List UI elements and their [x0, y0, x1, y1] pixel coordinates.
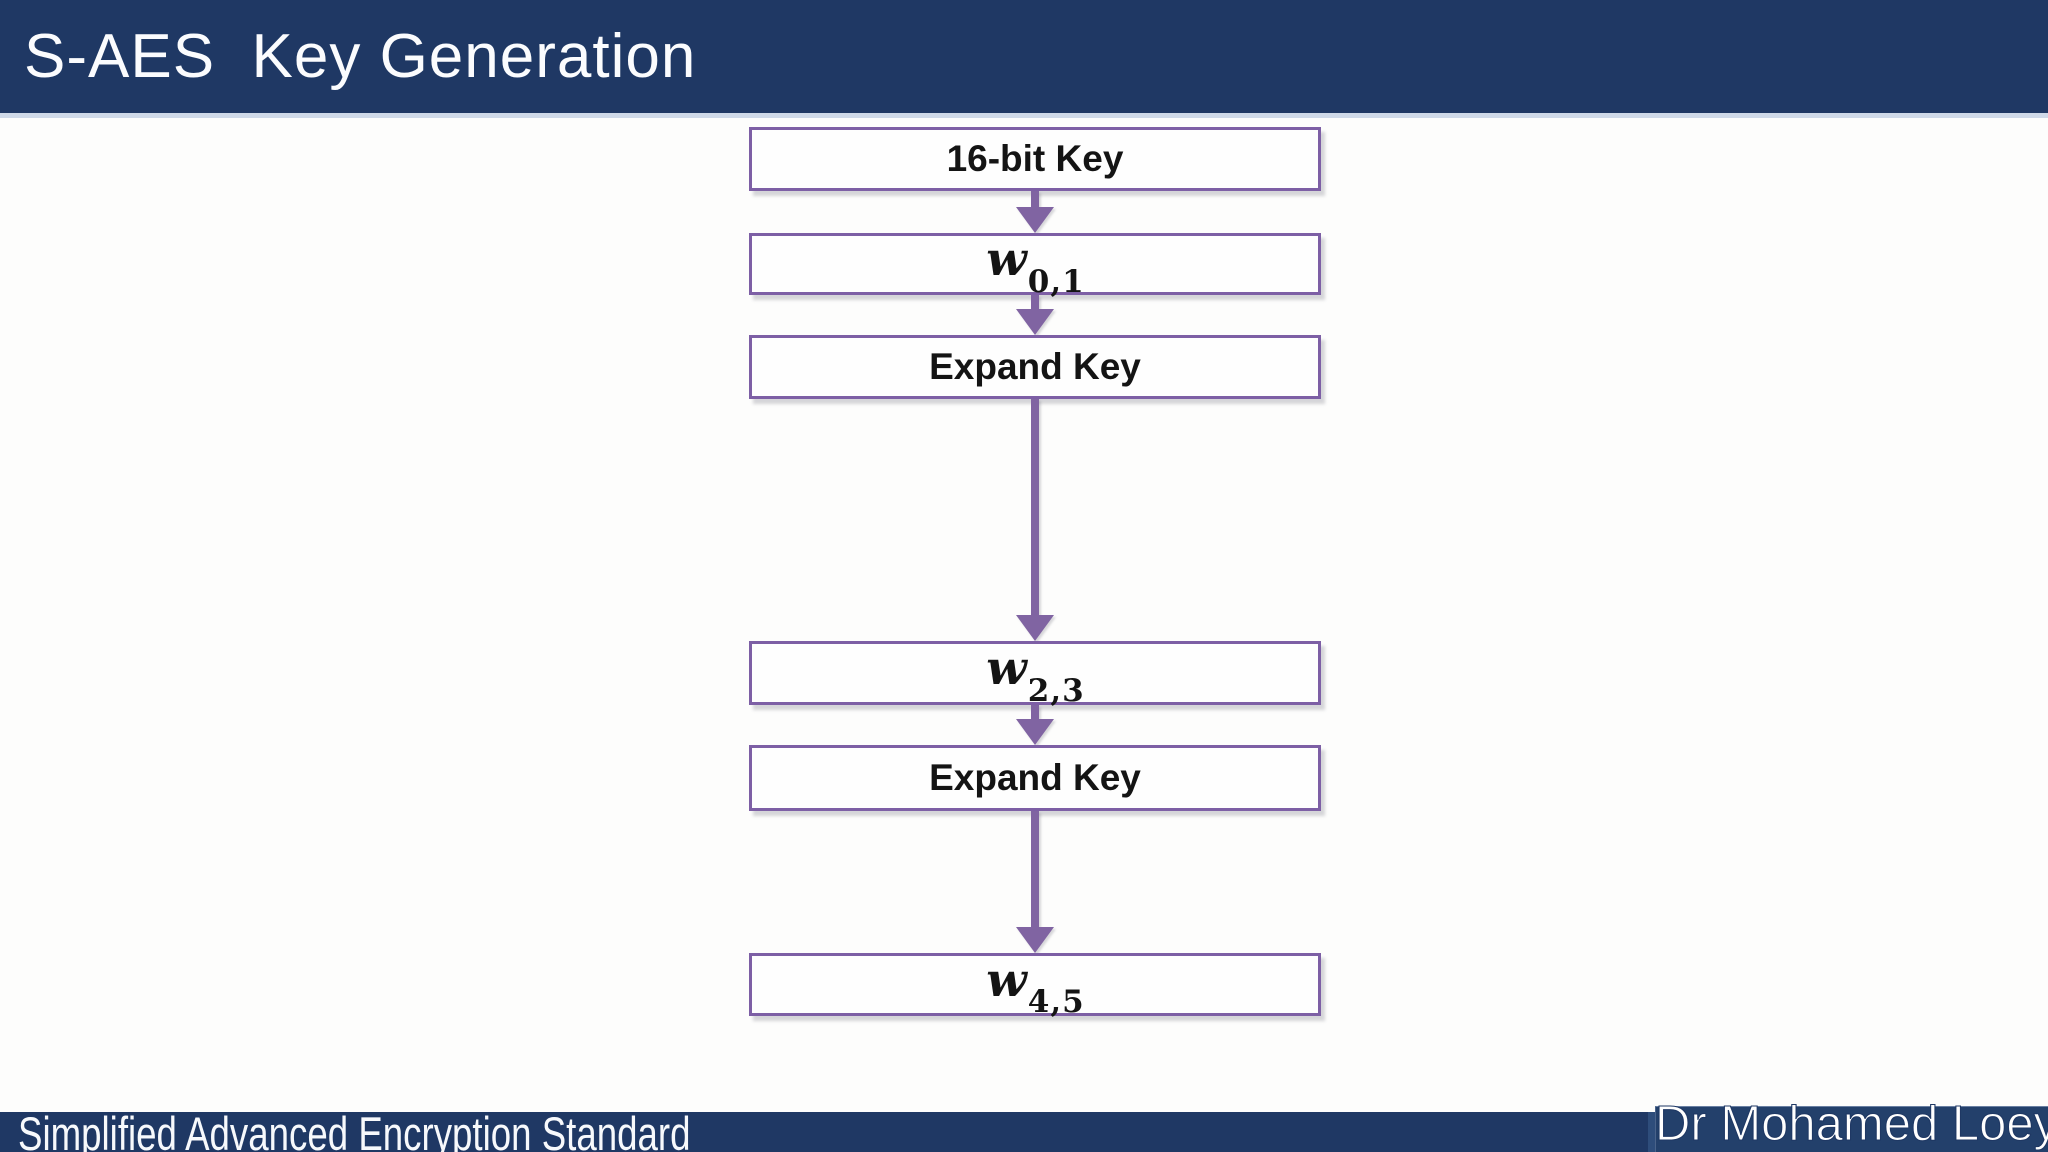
math-subscript: 2,3 [1027, 672, 1085, 709]
title-bar: S-AES Key Generation [0, 0, 2048, 118]
flow-box-w01: w0,1 [749, 233, 1321, 297]
footer-divider [1648, 1112, 1655, 1152]
flow-box-expand-key-1: Expand Key [749, 335, 1321, 399]
arrow-head-icon [1016, 927, 1054, 953]
math-base: w [986, 952, 1027, 1008]
flow-box-w23: w2,3 [749, 641, 1321, 706]
flow-box-16bit-key: 16-bit Key [749, 127, 1321, 191]
arrow-shaft [1031, 811, 1039, 929]
arrow-head-icon [1016, 207, 1054, 233]
flow-box-label: w4,5 [986, 957, 1083, 1018]
math-subscript: 4,5 [1027, 984, 1085, 1021]
flow-arrow-3 [1016, 399, 1054, 641]
page-title: S-AES Key Generation [24, 21, 697, 91]
footer-author-box [1655, 1106, 2048, 1152]
flow-arrow-4 [1016, 705, 1054, 745]
math-base: w [986, 641, 1027, 697]
flow-box-label: w2,3 [986, 645, 1083, 706]
flow-arrow-1 [1016, 191, 1054, 233]
math-subscript: 0,1 [1027, 263, 1085, 300]
arrow-shaft [1031, 191, 1039, 209]
arrow-head-icon [1016, 615, 1054, 641]
flow-arrow-5 [1016, 811, 1054, 953]
flow-box-label: 16-bit Key [946, 138, 1124, 179]
arrow-head-icon [1016, 719, 1054, 745]
arrow-shaft [1031, 295, 1039, 311]
arrow-shaft [1031, 705, 1039, 721]
arrow-head-icon [1016, 309, 1054, 335]
footer-left-text: Simplified Advanced Encryption Standard [18, 1107, 691, 1152]
flow-box-expand-key-2: Expand Key [749, 745, 1321, 811]
arrow-shaft [1031, 399, 1039, 617]
flow-box-w45: w4,5 [749, 953, 1321, 1018]
flow-box-label: Expand Key [929, 346, 1141, 387]
math-base: w [986, 232, 1027, 288]
flow-arrow-2 [1016, 295, 1054, 335]
flow-box-label: w0,1 [986, 236, 1083, 297]
flow-box-label: Expand Key [929, 757, 1141, 798]
footer-author-text: Dr Mohamed Loey [1654, 1097, 2048, 1151]
